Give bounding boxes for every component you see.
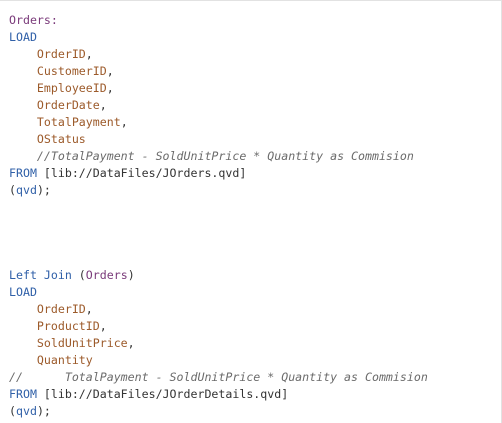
code-line[interactable]: [9, 199, 428, 216]
indent: [9, 353, 37, 367]
indent: [9, 115, 37, 129]
code-line[interactable]: Left Join (Orders): [9, 267, 428, 284]
indent: [9, 149, 37, 163]
table-name: Orders:: [9, 13, 58, 27]
code-line[interactable]: TotalPayment,: [9, 114, 428, 131]
indent: [9, 81, 37, 95]
field-name: SoldUnitPrice: [36, 336, 128, 350]
code-line[interactable]: ProductID,: [9, 318, 428, 335]
code-line[interactable]: OrderID,: [9, 46, 428, 63]
keyword: FROM: [9, 387, 37, 401]
keyword: LOAD: [9, 30, 37, 44]
code-comment: // TotalPayment - SoldUnitPrice * Quanti…: [9, 370, 428, 384]
code-text: (: [9, 183, 16, 197]
field-name: Quantity: [36, 353, 93, 367]
code-line[interactable]: // TotalPayment - SoldUnitPrice * Quanti…: [9, 369, 428, 386]
keyword: LOAD: [9, 285, 37, 299]
code-text: );: [36, 183, 51, 197]
code-line[interactable]: FROM [lib://DataFiles/JOrders.qvd]: [9, 165, 428, 182]
code-text: ,: [127, 336, 135, 350]
code-text: ,: [99, 98, 107, 112]
code-line[interactable]: Quantity: [9, 352, 428, 369]
code-line[interactable]: OStatus: [9, 131, 428, 148]
script-code-area[interactable]: Orders: LOAD OrderID, CustomerID, Employe…: [9, 12, 428, 420]
keyword: FROM: [9, 166, 37, 180]
code-line[interactable]: CustomerID,: [9, 63, 428, 80]
code-text: ,: [85, 47, 93, 61]
indent: [9, 132, 37, 146]
code-text: ,: [106, 81, 114, 95]
indent: [9, 336, 37, 350]
indent: [9, 98, 37, 112]
code-line[interactable]: //TotalPayment - SoldUnitPrice * Quantit…: [9, 148, 428, 165]
field-name: OrderID: [36, 302, 86, 316]
indent: [9, 64, 37, 78]
indent: [9, 47, 37, 61]
field-name: OrderDate: [36, 98, 100, 112]
field-name: OrderID: [36, 47, 86, 61]
keyword: qvd: [15, 404, 37, 418]
field-name: EmployeeID: [36, 81, 107, 95]
code-line[interactable]: EmployeeID,: [9, 80, 428, 97]
code-line[interactable]: Orders:: [9, 12, 428, 29]
code-comment: //TotalPayment - SoldUnitPrice * Quantit…: [36, 149, 414, 163]
code-line[interactable]: (qvd);: [9, 403, 428, 420]
code-line[interactable]: [9, 250, 428, 267]
field-name: ProductID: [36, 319, 100, 333]
code-line[interactable]: [9, 216, 428, 233]
keyword: qvd: [15, 183, 37, 197]
field-name: OStatus: [36, 132, 86, 146]
field-name: TotalPayment: [36, 115, 121, 129]
code-line[interactable]: [9, 233, 428, 250]
keyword: Left Join: [9, 268, 72, 282]
code-line[interactable]: SoldUnitPrice,: [9, 335, 428, 352]
indent: [9, 302, 37, 316]
code-line[interactable]: FROM [lib://DataFiles/JOrderDetails.qvd]: [9, 386, 428, 403]
code-text: (: [9, 404, 16, 418]
code-line[interactable]: OrderDate,: [9, 97, 428, 114]
indent: [9, 319, 37, 333]
code-text: ,: [106, 64, 114, 78]
code-text: ): [127, 268, 135, 282]
code-line[interactable]: LOAD: [9, 29, 428, 46]
table-name: Orders: [85, 268, 128, 282]
code-text: );: [36, 404, 51, 418]
code-text: ,: [120, 115, 128, 129]
code-line[interactable]: (qvd);: [9, 182, 428, 199]
field-name: CustomerID: [36, 64, 107, 78]
code-text: (: [71, 268, 86, 282]
code-text: [lib://DataFiles/JOrderDetails.qvd]: [36, 387, 289, 401]
code-text: [lib://DataFiles/JOrders.qvd]: [36, 166, 247, 180]
code-line[interactable]: LOAD: [9, 284, 428, 301]
code-text: ,: [99, 319, 107, 333]
code-line[interactable]: OrderID,: [9, 301, 428, 318]
code-text: ,: [85, 302, 93, 316]
